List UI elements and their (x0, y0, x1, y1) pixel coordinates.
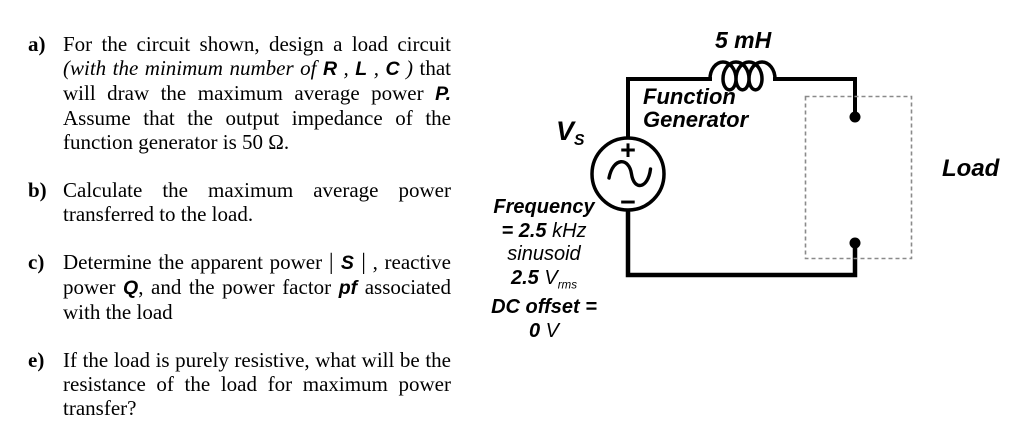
wire-bottom (625, 207, 858, 278)
question-a: a) For the circuit shown, design a load … (28, 32, 460, 154)
frequency-label: Frequency (493, 196, 595, 218)
load-label: Load (942, 155, 1000, 182)
question-b: b) Calculate the maximum average power t… (28, 178, 460, 226)
load-terminal-top (849, 111, 861, 123)
inductor-value-label: 5 mH (715, 27, 772, 53)
question-label: c) (28, 250, 45, 274)
amplitude-value: 2.5 Vrms (510, 266, 578, 291)
load-dashed-box (804, 95, 913, 260)
load-terminal-bottom (849, 237, 861, 249)
questions-list: a) For the circuit shown, design a load … (28, 32, 460, 444)
source-settings-text: Frequency = 2.5 kHz sinusoid 2.5 Vrms DC… (481, 196, 607, 343)
waveform-label: sinusoid (507, 243, 581, 265)
question-e: e) If the load is purely resistive, what… (28, 348, 460, 420)
wire-top-left (626, 77, 712, 142)
question-text: Calculate the maximum average power tran… (63, 178, 451, 226)
question-text: If the load is purely resistive, what wi… (63, 348, 451, 420)
question-label: e) (28, 348, 45, 372)
question-label: a) (28, 32, 46, 56)
frequency-value: = 2.5 kHz (501, 219, 587, 242)
sine-wave-icon (607, 160, 653, 188)
inductor-coil-icon (708, 60, 777, 92)
function-generator-label: Function Generator (643, 84, 749, 132)
wire-top-right (773, 77, 857, 116)
source-voltage-label: VS (556, 116, 585, 149)
dc-offset-label: DC offset = (491, 296, 597, 319)
question-label: b) (28, 178, 47, 202)
ac-source-icon (590, 136, 666, 212)
question-text: Determine the apparent power | S | , rea… (63, 249, 451, 324)
question-text: For the circuit shown, design a load cir… (63, 32, 452, 154)
question-c: c) Determine the apparent power | S | , … (28, 250, 460, 324)
minus-sign: − (620, 187, 636, 217)
plus-sign: + (620, 135, 636, 165)
dc-offset-value: 0 V (528, 319, 560, 342)
